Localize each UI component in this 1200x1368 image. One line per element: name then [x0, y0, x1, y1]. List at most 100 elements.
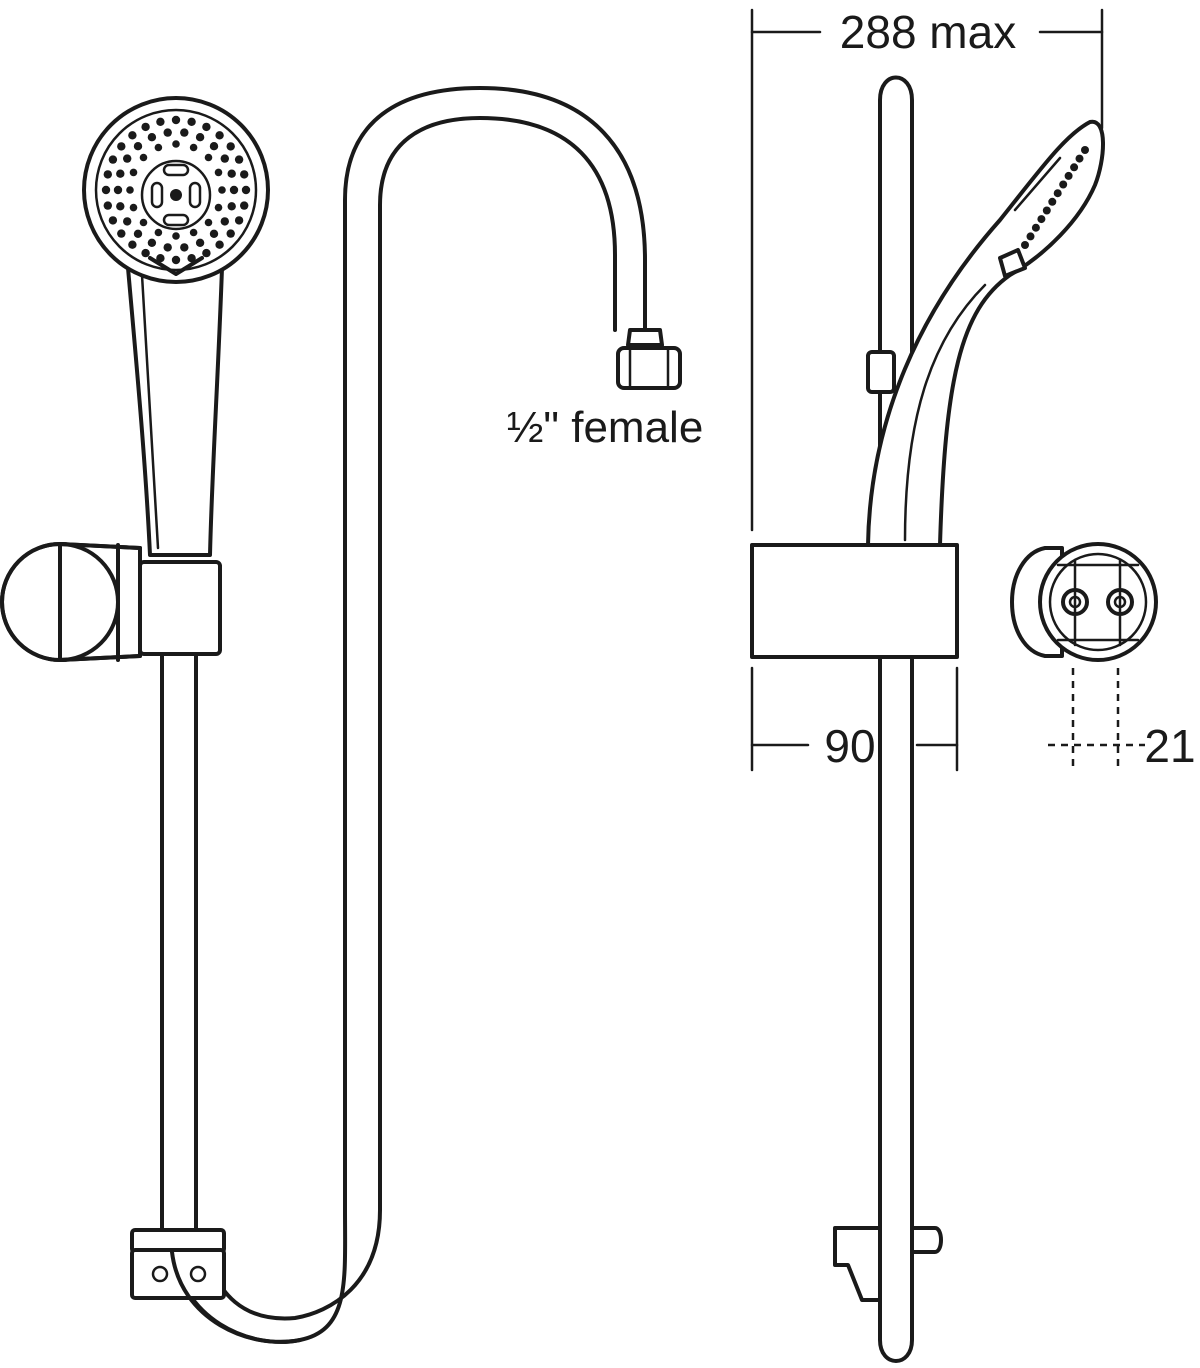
side-spray-nozzle: [1037, 215, 1046, 224]
spray-nozzle: [187, 254, 196, 263]
dimension-bracket-width: 90: [750, 666, 959, 772]
dimension-width-max: 288 max: [750, 6, 1104, 532]
spray-nozzle: [108, 155, 118, 164]
spray-nozzle: [215, 240, 224, 249]
spray-nozzle: [103, 170, 113, 179]
spray-nozzle: [147, 133, 157, 142]
spray-nozzle: [220, 217, 229, 226]
spray-nozzle: [209, 142, 219, 151]
spray-nozzle: [101, 185, 111, 195]
shower-hose: [170, 86, 647, 1344]
spray-nozzle: [189, 143, 198, 152]
spray-nozzle: [128, 240, 137, 249]
spray-nozzle: [156, 117, 165, 127]
spray-nozzle: [229, 185, 239, 195]
spray-nozzles: [101, 115, 251, 265]
spray-nozzle: [154, 228, 163, 237]
spray-nozzle: [154, 143, 163, 152]
side-handset: [866, 119, 1105, 547]
dimension-bracket-depth: 21: [1048, 668, 1196, 772]
side-slide-rail: [878, 75, 914, 1363]
dimension-bracket-width-label: 90: [824, 720, 875, 772]
spray-nozzle: [156, 254, 165, 263]
spray-nozzle: [103, 201, 113, 210]
front-view: [0, 86, 682, 1344]
spray-nozzle: [139, 218, 148, 227]
spray-nozzle: [108, 216, 118, 225]
side-lower-bracket: [833, 1226, 943, 1302]
spray-nozzle: [129, 168, 138, 177]
spray-nozzle: [129, 203, 138, 212]
side-spray-nozzle: [1081, 146, 1089, 154]
hose-retainer: [130, 1228, 302, 1344]
side-slider-bracket: [750, 543, 959, 659]
spray-nozzle: [226, 142, 235, 151]
spray-nozzle: [163, 128, 172, 137]
spray-nozzle: [128, 131, 137, 140]
handset-spray-face: [82, 96, 270, 284]
spray-nozzle: [209, 229, 219, 238]
side-spray-nozzle: [1048, 197, 1057, 206]
spray-nozzle: [227, 202, 236, 211]
spray-nozzle: [215, 131, 224, 140]
spray-nozzle: [171, 255, 181, 265]
spray-nozzle: [117, 229, 126, 238]
spray-nozzle: [123, 154, 132, 163]
slide-rail: [160, 648, 198, 1266]
spray-nozzle: [172, 140, 180, 148]
spray-nozzle: [187, 117, 196, 127]
side-view: 288 max 90: [750, 6, 1105, 1363]
spray-nozzle: [116, 169, 125, 178]
spray-nozzle: [133, 142, 143, 151]
spray-nozzle: [171, 115, 181, 125]
spray-center-jets: [150, 163, 202, 227]
dimension-width-max-label: 288 max: [840, 6, 1016, 58]
side-spray-nozzles: [1021, 146, 1089, 249]
spray-nozzle: [147, 238, 157, 247]
side-spray-nozzle: [1075, 154, 1084, 163]
spray-nozzle: [241, 185, 251, 195]
spray-nozzle: [123, 217, 132, 226]
spray-nozzle: [227, 169, 236, 178]
side-rail-clamp: [866, 350, 896, 394]
hose-nut: [616, 328, 682, 390]
spray-nozzle: [202, 122, 211, 132]
spray-nozzle: [195, 133, 205, 142]
spray-nozzle: [180, 128, 189, 137]
spray-nozzle: [214, 168, 223, 177]
spray-nozzle: [113, 185, 123, 195]
spray-nozzle: [234, 216, 244, 225]
spray-nozzle: [204, 153, 213, 162]
spray-nozzle: [240, 201, 249, 210]
spray-nozzle: [172, 232, 180, 240]
side-spray-nozzle: [1059, 180, 1068, 189]
spray-nozzle: [195, 238, 205, 247]
spray-nozzle: [240, 170, 249, 179]
spray-nozzle: [204, 218, 213, 227]
spray-nozzle: [226, 229, 235, 238]
handset-handle: [126, 266, 224, 557]
spray-nozzle: [117, 142, 126, 151]
spray-nozzle: [163, 243, 172, 252]
spray-nozzle: [234, 155, 244, 164]
spray-nozzle: [139, 153, 148, 162]
wall-bracket-detail: 21: [1010, 542, 1196, 772]
spray-nozzle: [141, 122, 150, 132]
side-spray-nozzle: [1070, 163, 1079, 172]
spray-nozzle: [189, 228, 198, 237]
spray-nozzle: [133, 229, 143, 238]
side-spray-nozzle: [1042, 206, 1051, 215]
side-spray-nozzle: [1026, 232, 1035, 241]
side-spray-nozzle: [1031, 223, 1040, 232]
hose-connection-label: ½" female: [507, 403, 704, 452]
spray-nozzle: [202, 248, 211, 258]
side-spray-nozzle: [1021, 241, 1029, 249]
slider-bracket: [0, 542, 222, 662]
dimension-bracket-depth-label: 21: [1144, 720, 1195, 772]
spray-nozzle: [214, 203, 223, 212]
spray-nozzle: [126, 186, 134, 194]
side-spray-nozzle: [1064, 171, 1073, 180]
spray-nozzle: [141, 248, 150, 258]
spray-nozzle: [218, 186, 226, 194]
